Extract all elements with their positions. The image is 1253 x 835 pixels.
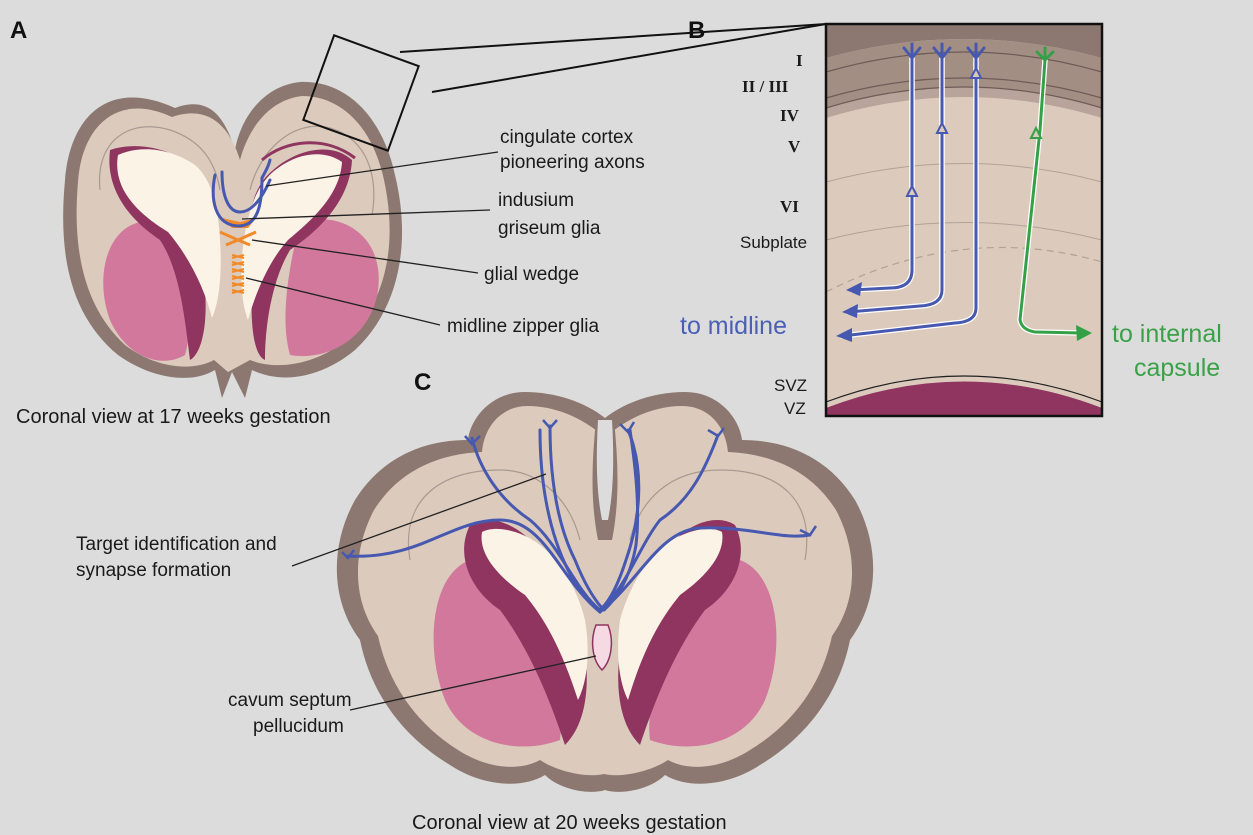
label-target-line1: Target identification and [76,534,277,555]
layer-label-v: V [788,137,801,156]
panel-c-letter: C [414,369,431,396]
label-to-internal-line2: capsule [1134,354,1220,382]
layer-label-ii-iii: II / III [742,77,789,96]
panel-a-brain [63,35,419,398]
label-cavum-line2: pellucidum [253,716,344,737]
label-midline-zipper: midline zipper glia [447,316,600,337]
label-to-internal-line1: to internal [1112,320,1222,348]
layer-label-iv: IV [780,106,800,125]
label-indusium-line2: griseum glia [498,218,601,239]
layer-label-vi: VI [780,197,799,216]
layer-label-vz: VZ [784,399,806,418]
label-indusium-line1: indusium [498,190,574,211]
label-cavum-line1: cavum septum [228,690,352,711]
layer-label-subplate: Subplate [740,233,807,252]
label-to-midline: to midline [680,312,787,340]
panel-c-brain [337,392,873,792]
panel-b-letter: B [688,17,705,44]
panel-c-caption: Coronal view at 20 weeks gestation [412,812,727,834]
layer-label-i: I [796,51,803,70]
layer-label-svz: SVZ [774,376,807,395]
panel-a-letter: A [10,17,27,44]
zoom-line-top [400,24,826,52]
label-target-line2: synapse formation [76,560,231,581]
panel-a-caption: Coronal view at 17 weeks gestation [16,406,331,428]
label-cingulate-line1: cingulate cortex [500,127,634,148]
label-cingulate-line2: pioneering axons [500,152,645,173]
panel-b-cortex-section [826,24,1102,416]
label-glial-wedge: glial wedge [484,264,579,285]
